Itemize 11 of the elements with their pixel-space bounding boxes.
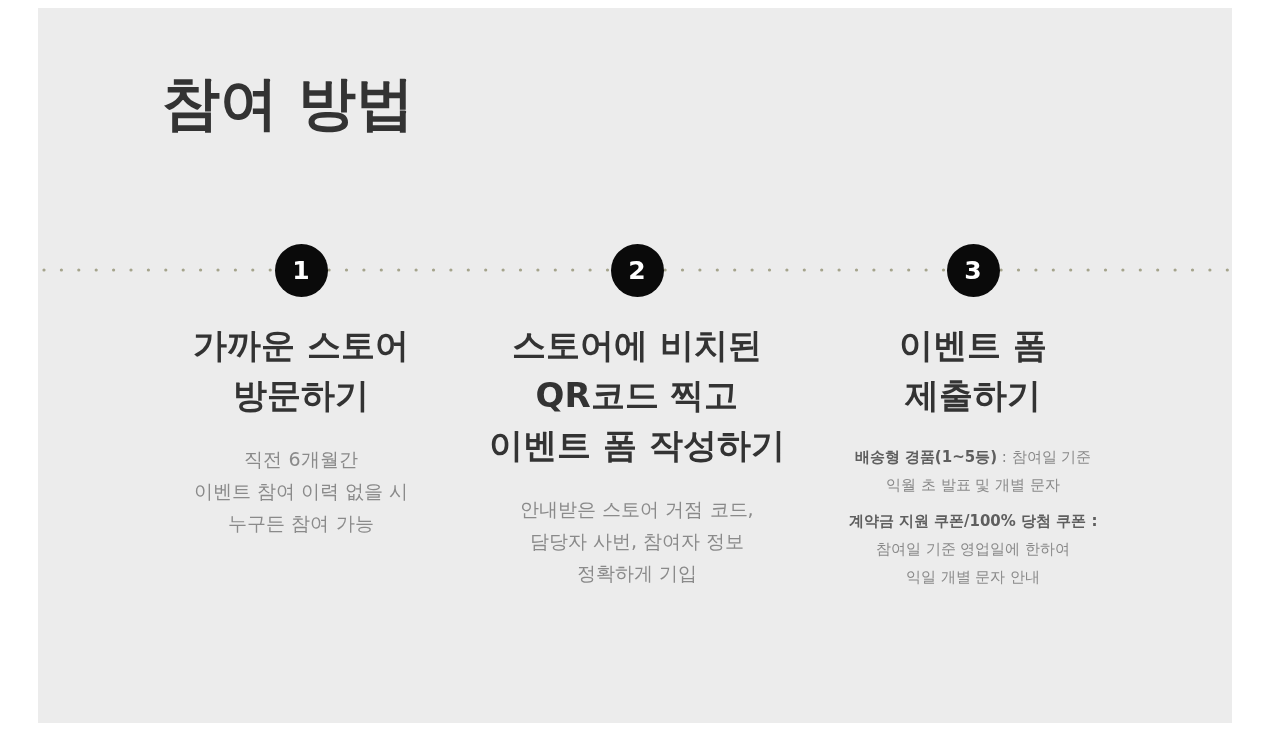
step-number: 3 [964, 257, 982, 283]
step-note: 배송형 경품(1~5등) : 참여일 기준 익월 초 발표 및 개별 문자 [854, 447, 1092, 496]
step-heading: 이벤트 폼 제출하기 [899, 324, 1047, 417]
step-heading: 스토어에 비치된 QR코드 찍고 이벤트 폼 작성하기 [489, 324, 785, 467]
step-note: 계약금 지원 쿠폰/100% 당첨 쿠폰 : 참여일 기준 영업일에 한하여 익일 개별 문자 안내 [848, 511, 1098, 588]
step-description: 직전 6개월간 이벤트 참여 이력 없을 시 누구든 참여 가능 [193, 447, 409, 536]
step-number: 2 [628, 257, 646, 283]
step-heading: 가까운 스토어 방문하기 [193, 324, 409, 417]
step-number: 1 [292, 257, 310, 283]
page-title: 참여 방법 [162, 68, 415, 138]
step-description: 안내받은 스토어 거점 코드, 담당자 사번, 참여자 정보 정확하게 기입 [520, 497, 754, 586]
